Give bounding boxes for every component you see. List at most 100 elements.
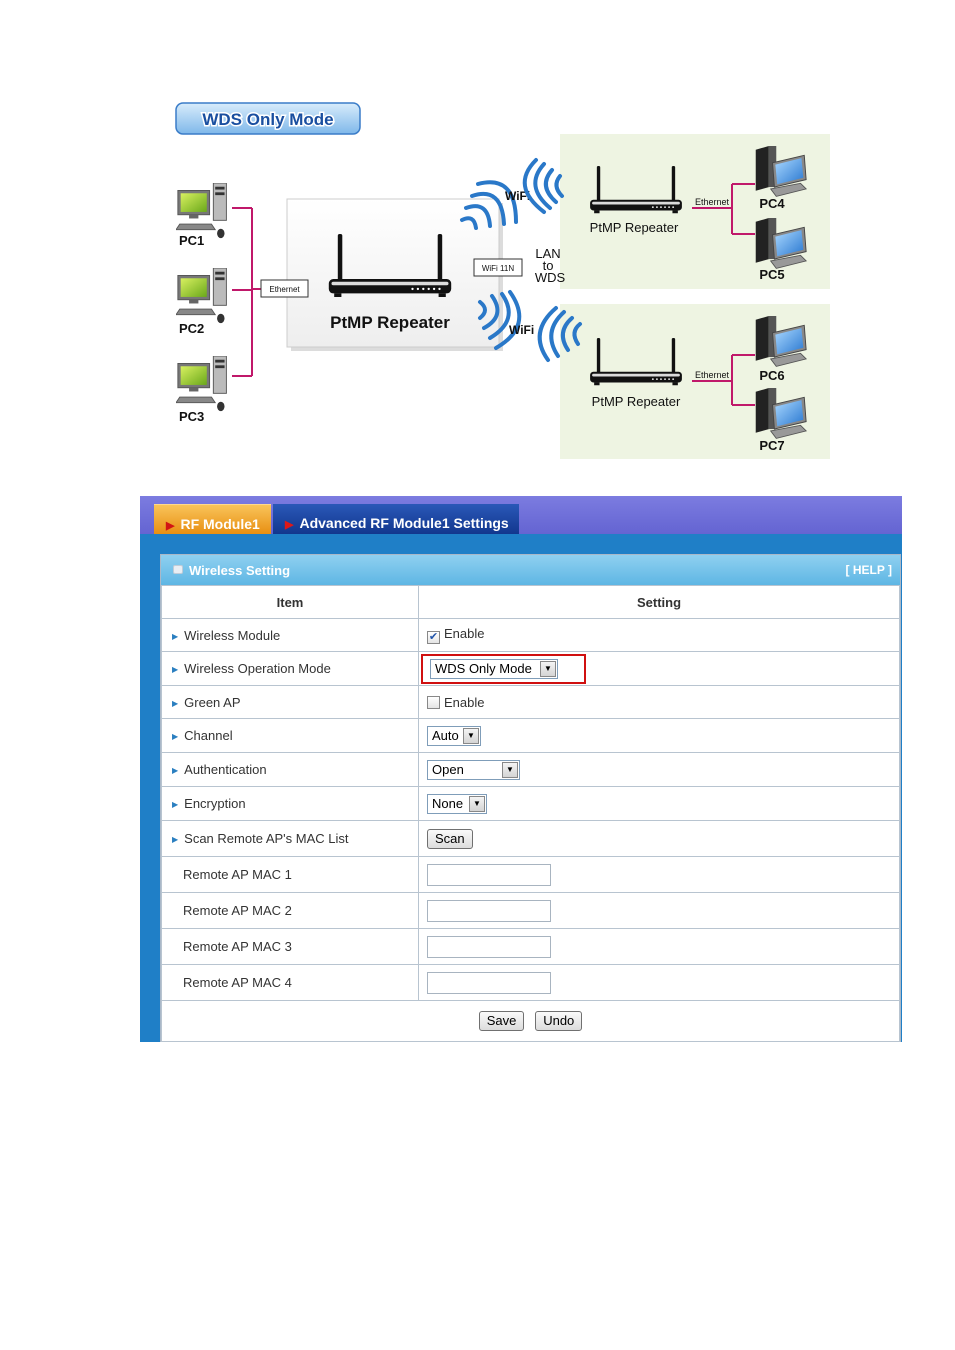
- wireless-module-checkbox[interactable]: ✔: [427, 631, 440, 644]
- row-arrow-icon: ▶: [172, 631, 179, 641]
- wireless-module-enable-label: Enable: [444, 626, 485, 641]
- remote-router-bottom-label: PtMP Repeater: [592, 394, 681, 409]
- encryption-value: None: [432, 795, 464, 811]
- tab-arrow-icon: ▶: [166, 520, 175, 532]
- pc6-label: PC6: [759, 368, 784, 383]
- chevron-down-icon: ▼: [502, 761, 518, 778]
- to-label: to: [543, 258, 554, 273]
- remote-ap-mac-3-label: Remote AP MAC 3: [161, 928, 419, 965]
- green-ap-label: Green AP: [184, 694, 241, 710]
- section-title: Wireless Setting: [189, 563, 291, 578]
- row-arrow-icon: ▶: [172, 698, 179, 708]
- tab-rf-module1-label: RF Module1: [180, 516, 260, 532]
- section-header: Wireless Setting [ HELP ]: [161, 555, 900, 585]
- table-row: ▶ Scan Remote AP's MAC List Scan: [161, 820, 900, 857]
- table-row: ▶ Channel Auto▼: [161, 718, 900, 753]
- chevron-down-icon: ▼: [463, 727, 479, 744]
- channel-select[interactable]: Auto▼: [427, 725, 481, 746]
- scan-label: Scan Remote AP's MAC List: [184, 831, 349, 846]
- section-bullet-icon: [173, 565, 183, 574]
- wifi-waves-remote-bottom: [537, 306, 582, 362]
- wifi11n-label: WiFi 11N: [482, 264, 515, 273]
- wifi-waves-main-bottom: [478, 290, 522, 350]
- tab-arrow-icon: ▶: [285, 519, 294, 531]
- ethernet-label: Ethernet: [269, 285, 300, 294]
- pc5-label: PC5: [759, 267, 784, 282]
- authentication-label: Authentication: [184, 762, 267, 777]
- remote-ap-mac-3-input[interactable]: [427, 935, 551, 958]
- row-arrow-icon: ▶: [172, 766, 179, 775]
- tab-bar: ▶ RF Module1 ▶ Advanced RF Module1 Setting…: [140, 496, 902, 534]
- chevron-down-icon: ▼: [540, 660, 556, 677]
- wds-only-mode-badge: WDS Only Mode: [175, 102, 361, 135]
- table-row: ▶ Authentication Open ▼: [161, 752, 900, 787]
- channel-label: Channel: [184, 728, 233, 743]
- action-row: Save Undo: [161, 1000, 900, 1042]
- remote-ap-mac-2-input[interactable]: [427, 899, 551, 922]
- pc3-icon: [176, 356, 227, 412]
- remote-ap-mac-4-input[interactable]: [427, 971, 551, 994]
- wds-network-diagram: WDS Only Mode PC1 PC2 PC3 PtMP Repeater …: [175, 102, 830, 459]
- help-link[interactable]: [ HELP ]: [845, 563, 892, 577]
- main-router-label: PtMP Repeater: [330, 313, 450, 332]
- tab-rf-module1[interactable]: ▶ RF Module1: [154, 504, 271, 534]
- row-arrow-icon: ▶: [172, 665, 179, 674]
- scan-button[interactable]: Scan: [427, 828, 473, 849]
- table-row: Remote AP MAC 3: [161, 928, 900, 965]
- remote-bottom-ethernet-label: Ethernet: [695, 370, 730, 380]
- save-button[interactable]: Save: [478, 1011, 525, 1031]
- pc4-label: PC4: [759, 196, 785, 211]
- row-arrow-icon: ▶: [172, 835, 179, 844]
- table-row: ▶ Wireless Module ✔ Enable: [161, 618, 900, 652]
- wifi-bottom-label: WiFi: [509, 323, 534, 337]
- green-ap-checkbox[interactable]: [427, 695, 440, 709]
- pc2-icon: [176, 268, 227, 324]
- table-row: ▶Encryption None▼: [161, 786, 900, 821]
- pc1-icon: [176, 183, 227, 239]
- col-header-item: Item: [161, 585, 419, 619]
- table-row: Remote AP MAC 2: [161, 892, 900, 929]
- wds-label: WDS: [535, 270, 566, 285]
- wireless-setting-section: Wireless Setting [ HELP ] Item Setting ▶…: [160, 554, 901, 1042]
- table-row: Remote AP MAC 1: [161, 856, 900, 893]
- settings-table: Item Setting ▶ Wireless Module ✔ Enable ▶ W…: [161, 585, 900, 1042]
- authentication-value: Open: [432, 761, 464, 777]
- chevron-down-icon: ▼: [469, 795, 485, 812]
- col-header-setting: Setting: [418, 585, 900, 619]
- tab-advanced-rf-module1[interactable]: ▶ Advanced RF Module1 Settings: [273, 504, 519, 534]
- wireless-module-label: Wireless Module: [184, 627, 281, 643]
- encryption-select[interactable]: None ▼: [427, 793, 487, 814]
- remote-top-ethernet-label: Ethernet: [695, 197, 730, 207]
- wifi-top-label: WiFi: [505, 189, 530, 203]
- remote-ap-mac-1-label: Remote AP MAC 1: [161, 856, 419, 893]
- table-row: ▶ Green AP Enable: [161, 685, 900, 719]
- remote-area-top: [560, 134, 830, 289]
- settings-panel: ▶ RF Module1 ▶ Advanced RF Module1 Setting…: [140, 496, 902, 1042]
- operation-mode-label: Wireless Operation Mode: [184, 661, 331, 676]
- undo-button[interactable]: Undo: [535, 1011, 583, 1031]
- wifi-waves-main-top: [460, 180, 518, 230]
- tab-advanced-label: Advanced RF Module1 Settings: [299, 515, 509, 531]
- badge-text: WDS Only Mode: [202, 110, 333, 129]
- encryption-label: Encryption: [184, 796, 246, 811]
- channel-value: Auto: [432, 727, 459, 743]
- operation-mode-select[interactable]: WDS Only Mode ▼: [430, 658, 558, 679]
- table-row: ▶ Wireless Operation Mode WDS Only Mode ▼: [161, 651, 900, 686]
- remote-ap-mac-1-input[interactable]: [427, 863, 551, 886]
- pc2-label: PC2: [179, 321, 204, 336]
- pc7-label: PC7: [759, 438, 784, 453]
- remote-router-top-label: PtMP Repeater: [590, 220, 679, 235]
- operation-mode-value: WDS Only Mode: [435, 660, 532, 676]
- pc3-label: PC3: [179, 409, 204, 424]
- remote-ap-mac-4-label: Remote AP MAC 4: [161, 964, 419, 1001]
- green-ap-enable-label: Enable: [444, 694, 485, 710]
- authentication-select[interactable]: Open ▼: [427, 759, 520, 780]
- pc1-label: PC1: [179, 233, 204, 248]
- table-row: Remote AP MAC 4: [161, 964, 900, 1001]
- row-arrow-icon: ▶: [172, 732, 179, 741]
- main-router-box: [286, 198, 500, 348]
- wifi-waves-remote-top: [522, 158, 564, 214]
- operation-mode-highlight: WDS Only Mode ▼: [421, 653, 586, 684]
- remote-ap-mac-2-label: Remote AP MAC 2: [161, 892, 419, 929]
- lan-label: LAN: [535, 246, 560, 261]
